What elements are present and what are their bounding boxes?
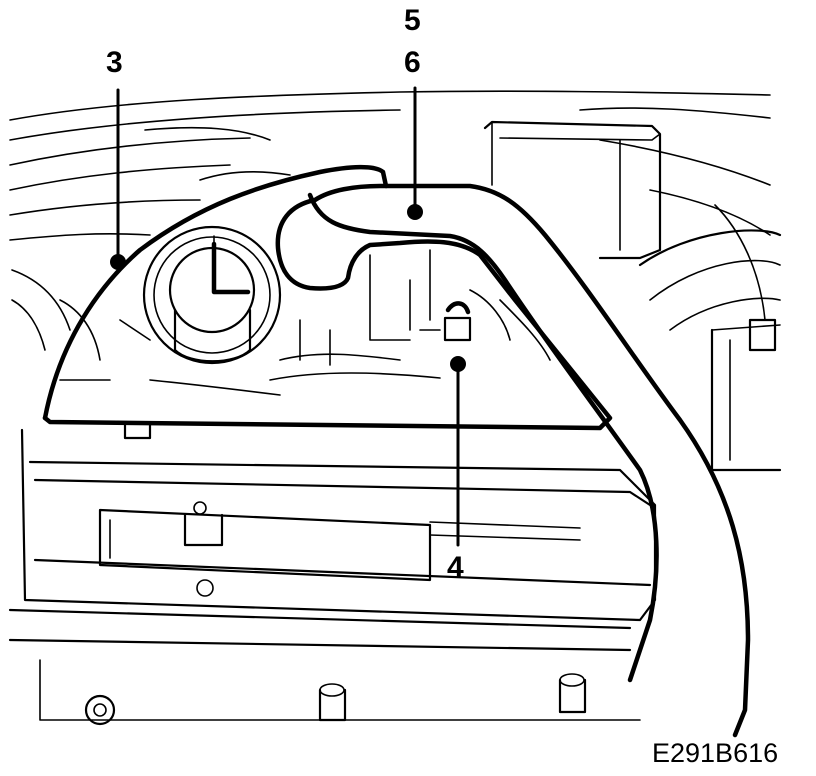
figure-code: E291B616 bbox=[652, 738, 779, 768]
callout-3: 3 bbox=[106, 46, 123, 79]
relay-box bbox=[483, 120, 662, 260]
leader-3-dot bbox=[110, 254, 126, 270]
wiring-detail bbox=[59, 249, 551, 440]
leader-4-dot bbox=[450, 356, 466, 372]
callout-4: 4 bbox=[447, 551, 464, 584]
callout-6: 6 bbox=[404, 46, 421, 79]
throttle-fitting bbox=[142, 225, 282, 365]
background-hoses bbox=[9, 90, 771, 361]
intake-hose bbox=[307, 183, 751, 738]
leader-5-6-dot bbox=[407, 204, 423, 220]
engine-cover-outline bbox=[42, 164, 613, 431]
cam-cover bbox=[8, 428, 657, 726]
connector bbox=[419, 301, 472, 342]
leader-lines bbox=[110, 86, 466, 547]
callout-5: 5 bbox=[404, 4, 421, 37]
